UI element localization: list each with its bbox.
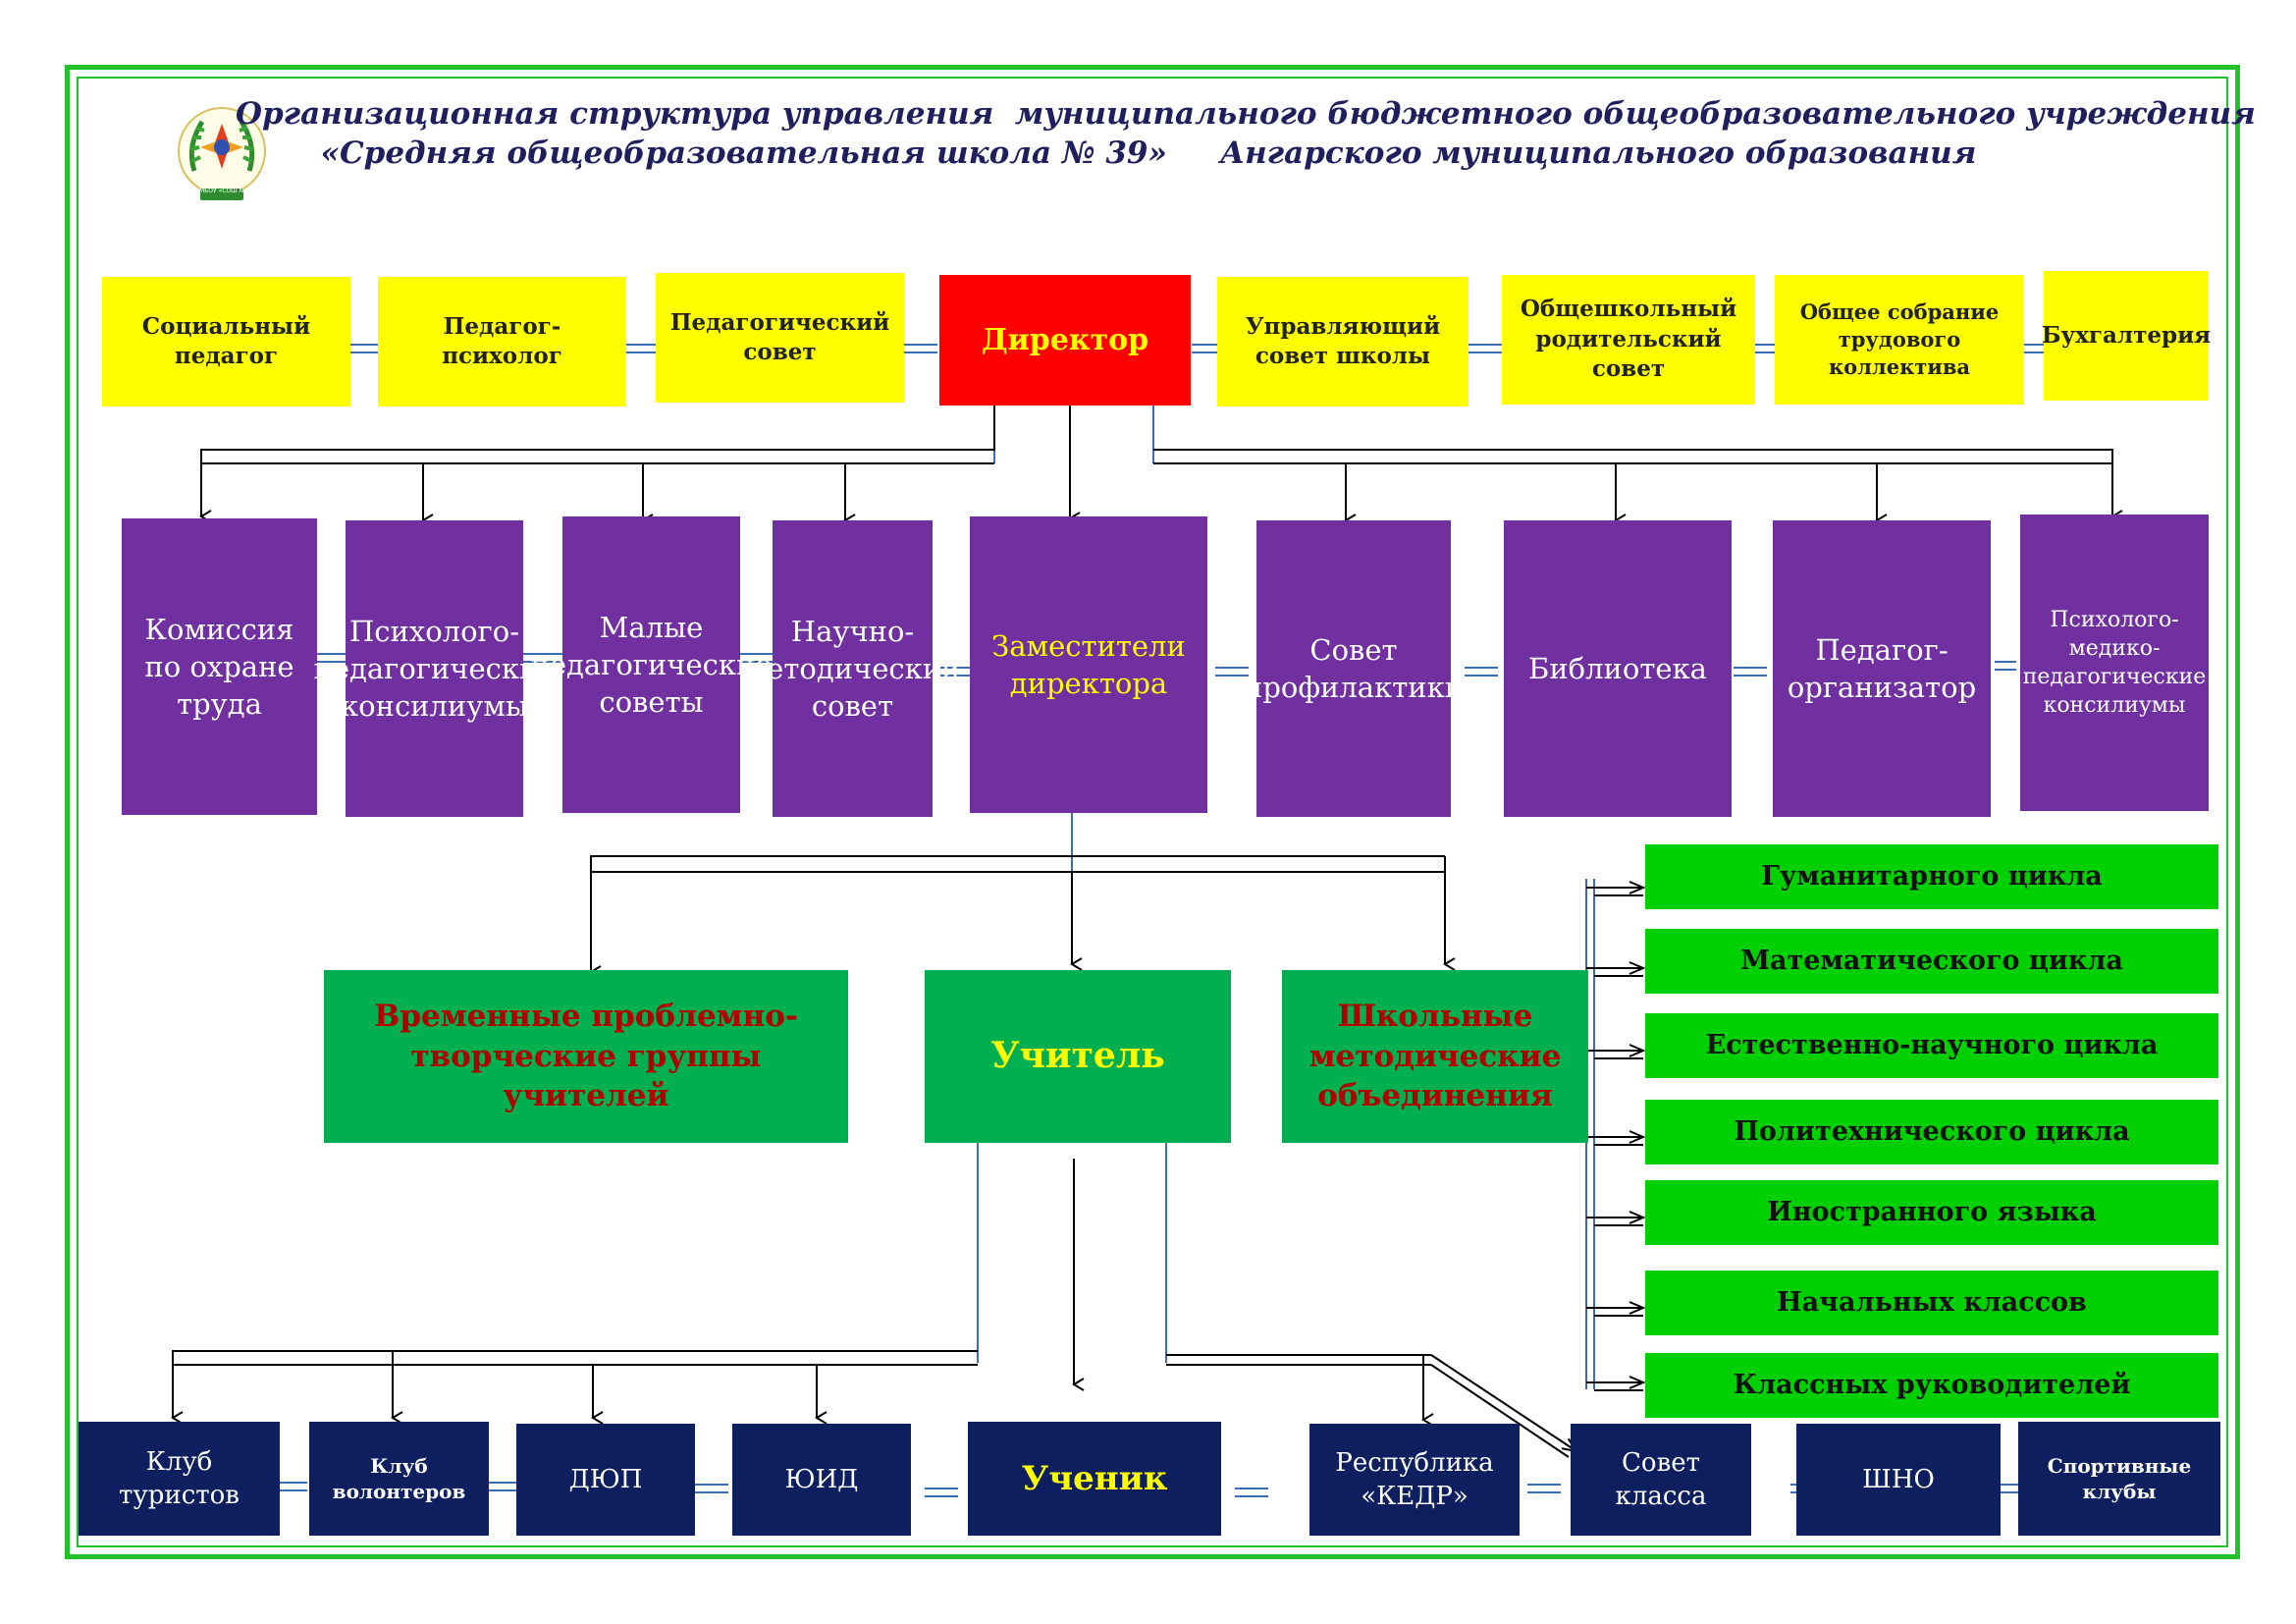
cycle-polytechnic: Политехнического цикла	[1645, 1100, 2218, 1164]
box-sho: ШНО	[1796, 1424, 2001, 1536]
box-governing-council: Управляющий совет школы	[1217, 277, 1468, 406]
box-library: Библиотека	[1504, 520, 1732, 817]
box-scientific-method-council: Научно-методический совет	[745, 520, 960, 817]
cycle-humanities: Гуманитарного цикла	[1645, 844, 2218, 909]
box-class-council: Совет класса	[1571, 1424, 1751, 1536]
school-emblem-icon	[175, 102, 269, 208]
box-accounting: Бухгалтерия	[2042, 271, 2211, 401]
box-kedr-republic: Республика «КЕДР»	[1309, 1424, 1520, 1536]
box-pmp-consiliums: Психолого-медико-педагогические консилиу…	[2020, 514, 2209, 811]
box-methodical-associations: Школьные методические объединения	[1282, 970, 1588, 1143]
box-yuid: ЮИД	[732, 1424, 911, 1536]
box-pedagogue-psychologist: Педагог-психолог	[378, 277, 626, 406]
box-pedagogue-organizer: Педагог-организатор	[1773, 520, 1991, 817]
box-prevention-council: Совет профилактики	[1244, 520, 1464, 817]
cycle-natural-science: Естественно-научного цикла	[1645, 1013, 2218, 1078]
cycle-class-teachers: Классных руководителей	[1645, 1353, 2218, 1418]
box-dyup: ДЮП	[516, 1424, 695, 1536]
box-psych-ped-consiliums: Психолого-педагогические консилиумы	[314, 520, 556, 817]
box-labor-safety-commission: Комиссия по охране труда	[122, 518, 317, 815]
box-tourist-club: Клуб туристов	[79, 1422, 280, 1536]
cycle-foreign-language: Иностранного языка	[1645, 1180, 2218, 1245]
cycle-primary-classes: Начальных классов	[1645, 1271, 2218, 1335]
box-small-ped-councils: Малые педагогические советы	[531, 516, 773, 813]
box-sports-clubs: Спортивные клубы	[2018, 1422, 2220, 1536]
box-temporary-groups: Временные проблемно-творческие группы уч…	[324, 970, 848, 1143]
title-line-2: «Средняя общеобразовательная школа № 39»…	[320, 135, 1977, 171]
cycle-mathematics: Математического цикла	[1645, 929, 2218, 994]
inner-frame	[77, 77, 2228, 1547]
box-teacher: Учитель	[925, 970, 1231, 1143]
box-social-pedagogue: Социальный педагог	[102, 277, 350, 406]
box-director: Директор	[939, 275, 1191, 406]
title-line-1: Организационная структура управления мун…	[236, 96, 2256, 132]
box-pupil: Ученик	[968, 1422, 1221, 1536]
page-title: Организационная структура управления мун…	[236, 94, 2256, 173]
box-pedagogical-council: Педагогический совет	[656, 273, 904, 403]
box-volunteer-club: Клуб волонтеров	[309, 1422, 489, 1536]
box-deputy-directors: Заместители директора	[970, 516, 1207, 813]
outer-frame	[65, 65, 2240, 1559]
box-parents-council: Общешкольный родительский совет	[1502, 275, 1755, 405]
box-staff-assembly: Общее собрание трудового коллектива	[1775, 275, 2024, 405]
